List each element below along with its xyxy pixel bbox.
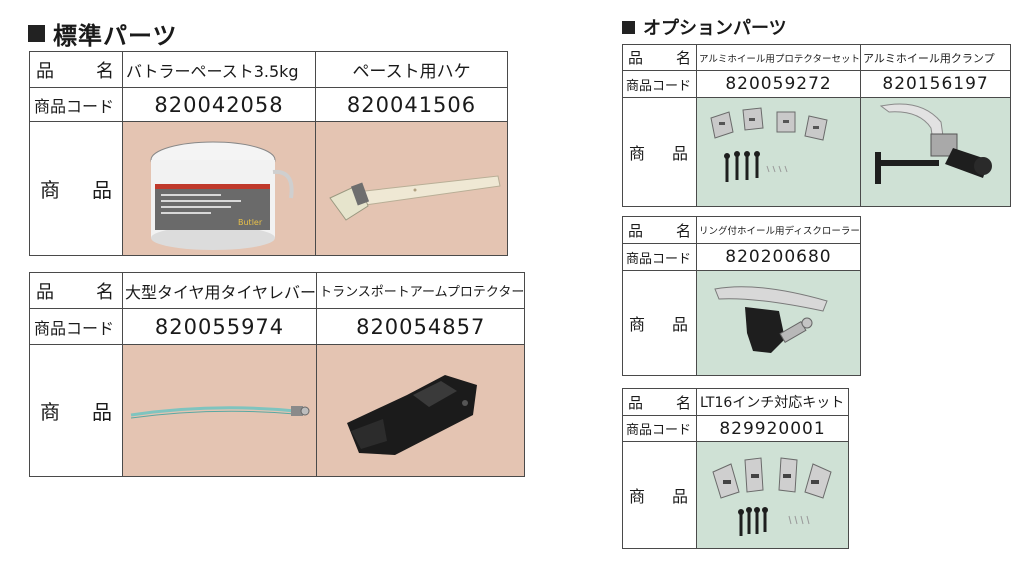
product-label: 商 品	[621, 441, 698, 549]
name-label-char-2: 名	[96, 60, 115, 82]
name-label-char-1: 品	[628, 49, 644, 67]
product-code-tire-lever: 820055974	[122, 308, 318, 345]
code-label: 商品コード	[28, 308, 124, 345]
product-label-char-2: 品	[672, 144, 689, 163]
product-name-lt16-kit: LT16インチ対応キット	[696, 388, 850, 416]
name-label: 品 名	[28, 272, 124, 309]
code-label: 商品コード	[621, 70, 698, 98]
product-name-paste: バトラーペースト3.5kg	[122, 51, 317, 88]
product-label: 商 品	[621, 97, 698, 207]
code-label: 商品コード	[28, 87, 124, 122]
product-label-char-1: 商	[629, 144, 646, 163]
product-code-paste: 820042058	[122, 87, 317, 122]
product-name-protector-set: アルミホイール用プロテクターセット	[696, 44, 862, 71]
name-label-char-2: 名	[676, 49, 692, 67]
product-code-brush: 820041506	[315, 87, 509, 122]
arm-protector-image	[316, 344, 526, 477]
name-label-char-1: 品	[36, 281, 54, 303]
name-label-char-2: 名	[676, 393, 692, 412]
paste-brand-logo: Butler	[238, 218, 263, 227]
product-name-brush: ペースト用ハケ	[315, 51, 509, 88]
square-bullet-icon	[28, 25, 45, 42]
product-name-wheel-clamp: アルミホイール用クランプ	[860, 44, 1012, 71]
product-code-wheel-clamp: 820156197	[860, 70, 1012, 98]
product-label: 商 品	[621, 270, 698, 376]
name-label: 品 名	[621, 388, 698, 416]
code-label: 商品コード	[621, 415, 698, 442]
code-label-text: 商品コード	[34, 96, 115, 116]
product-label-char-1: 商	[629, 487, 646, 506]
product-name-disc-roller: リング付ホイール用ディスクローラー	[696, 216, 861, 244]
standard-parts-title: 標準パーツ	[28, 16, 178, 51]
product-label-char-2: 品	[672, 487, 689, 506]
disc-roller-image	[696, 270, 861, 376]
name-label-char-1: 品	[628, 221, 644, 240]
option-parts-title: オプションパーツ	[622, 14, 787, 40]
product-label-char-2: 品	[672, 315, 689, 334]
product-code-lt16-kit: 829920001	[696, 415, 850, 442]
standard-parts-title-text: 標準パーツ	[53, 22, 178, 50]
product-label: 商 品	[28, 344, 124, 477]
name-label-char-2: 名	[96, 281, 115, 303]
product-label-char-2: 品	[92, 400, 113, 424]
option-parts-title-text: オプションパーツ	[643, 18, 787, 39]
name-label-char-2: 名	[676, 221, 692, 240]
option-parts-table-2: 品 名 リング付ホイール用ディスクローラー 商品コード 820200680 商 …	[621, 216, 861, 376]
product-label-char-1: 商	[40, 178, 60, 202]
code-label-text: 商品コード	[626, 423, 692, 438]
paste-brush-image	[315, 121, 509, 256]
lt16-kit-image	[696, 441, 850, 549]
standard-parts-table-2: 品 名 大型タイヤ用タイヤレバー トランスポートアームプロテクター 商品コード …	[28, 272, 526, 477]
name-label: 品 名	[621, 216, 698, 244]
name-label-char-1: 品	[36, 60, 54, 82]
code-label-text: 商品コード	[34, 318, 115, 338]
square-bullet-icon	[622, 20, 635, 34]
code-label-text: 商品コード	[626, 78, 692, 94]
code-label: 商品コード	[621, 243, 698, 271]
name-label: 品 名	[28, 51, 124, 88]
name-label: 品 名	[621, 44, 698, 71]
tire-lever-image	[122, 344, 318, 477]
product-code-protector-set: 820059272	[696, 70, 862, 98]
option-parts-table-1: 品 名 アルミホイール用プロテクターセット アルミホイール用クランプ 商品コード…	[621, 44, 1012, 207]
product-code-arm-protector: 820054857	[316, 308, 526, 345]
option-parts-table-3: 品 名 LT16インチ対応キット 商品コード 829920001 商 品	[621, 388, 850, 549]
product-code-disc-roller: 820200680	[696, 243, 861, 271]
product-label-char-2: 品	[92, 178, 113, 202]
code-label-text: 商品コード	[626, 251, 692, 267]
name-label-char-1: 品	[628, 393, 644, 412]
product-label-char-1: 商	[40, 400, 60, 424]
product-name-tire-lever: 大型タイヤ用タイヤレバー	[122, 272, 318, 309]
product-name-arm-protector: トランスポートアームプロテクター	[316, 272, 526, 309]
product-label-char-1: 商	[629, 315, 646, 334]
wheel-clamp-image	[860, 97, 1012, 207]
protector-set-image	[696, 97, 862, 207]
paste-tub-image: Butler	[122, 121, 317, 256]
product-label: 商 品	[28, 121, 124, 256]
standard-parts-table-1: 品 名 バトラーペースト3.5kg ペースト用ハケ 商品コード 82004205…	[28, 51, 509, 256]
